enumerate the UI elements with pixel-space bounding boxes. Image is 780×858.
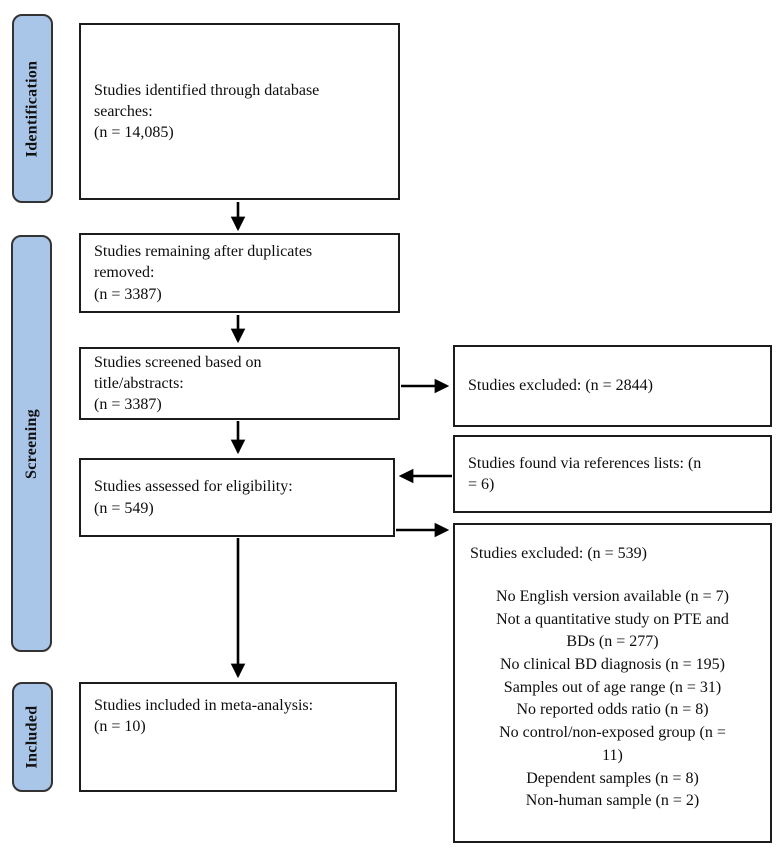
stage-label-included: Included (12, 682, 53, 792)
exclusion-reason: No English version available (n = 7) (496, 587, 729, 605)
exclusion-reason: Dependent samples (n = 8) (526, 769, 699, 787)
side-box-references-lists: Studies found via references lists: (n =… (453, 435, 772, 513)
exclusion-reason: No clinical BD diagnosis (n = 195) (500, 655, 725, 673)
stage-label-included-text: Included (23, 705, 41, 769)
flow-box-eligibility: Studies assessed for eligibility: (n = 5… (79, 458, 395, 537)
flow-box-screened: Studies screened based on title/abstract… (79, 347, 400, 420)
side-box-references-lists-text: Studies found via references lists: (n =… (468, 454, 702, 493)
flow-box-identified-text: Studies identified through database sear… (94, 81, 320, 142)
flow-box-eligibility-text: Studies assessed for eligibility: (n = 5… (94, 478, 293, 517)
side-box-excluded-screening: Studies excluded: (n = 2844) (453, 345, 772, 427)
exclusion-reason: Non-human sample (n = 2) (525, 792, 700, 810)
flow-box-identified: Studies identified through database sear… (79, 23, 400, 200)
side-box-excluded-eligibility: Studies excluded: (n = 539) No English v… (453, 523, 772, 843)
exclusion-header: Studies excluded: (n = 539) (470, 545, 647, 562)
exclusion-reason: Samples out of age range (n = 31) (503, 678, 722, 696)
stage-label-identification-text: Identification (23, 60, 41, 157)
flow-box-duplicates-removed: Studies remaining after duplicates remov… (79, 233, 400, 313)
flow-box-screened-text: Studies screened based on title/abstract… (94, 353, 262, 414)
flow-box-duplicates-removed-text: Studies remaining after duplicates remov… (94, 243, 313, 303)
exclusion-reason: Not a quantitative study on PTE and BDs … (496, 610, 729, 651)
exclusion-reason: No reported odds ratio (n = 8) (516, 701, 709, 719)
stage-label-screening: Screening (11, 235, 52, 652)
stage-label-identification: Identification (12, 14, 53, 203)
side-box-excluded-screening-text: Studies excluded: (n = 2844) (468, 377, 653, 395)
flow-box-meta-analysis-text: Studies included in meta-analysis: (n = … (94, 697, 314, 736)
flow-box-meta-analysis: Studies included in meta-analysis: (n = … (79, 682, 397, 792)
exclusion-reason: No control/non-exposed group (n = 11) (499, 724, 726, 764)
stage-label-screening-text: Screening (22, 408, 40, 479)
